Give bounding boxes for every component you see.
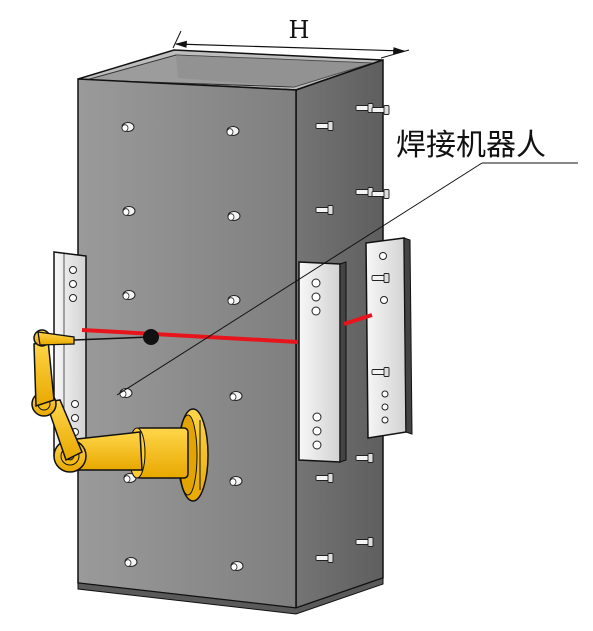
robot-label: 焊接机器人	[396, 128, 546, 163]
bolt-icon	[227, 211, 241, 221]
box-front-face	[77, 78, 297, 609]
weld-torch-point-icon	[143, 329, 159, 345]
dimension-h	[172, 30, 410, 59]
bolt-icon	[124, 557, 138, 567]
bolt-icon	[121, 122, 135, 132]
bolt-icon	[226, 126, 240, 136]
bolt-icon	[122, 206, 136, 216]
middle-clamp-plate	[298, 261, 347, 463]
robot-label-leader	[116, 162, 578, 396]
bolt-icon	[229, 391, 243, 401]
bolt-icon	[230, 561, 244, 571]
box-top-opening	[77, 49, 384, 91]
welding-robot-arm-icon	[31, 329, 209, 502]
bolt-icon	[229, 476, 243, 486]
dimension-h-label: H	[289, 16, 310, 44]
bolt-icon	[122, 290, 136, 300]
bolt-icon	[227, 295, 241, 305]
box-base	[77, 577, 384, 615]
right-clamp-plate	[365, 237, 413, 439]
weld-seam	[81, 313, 373, 344]
